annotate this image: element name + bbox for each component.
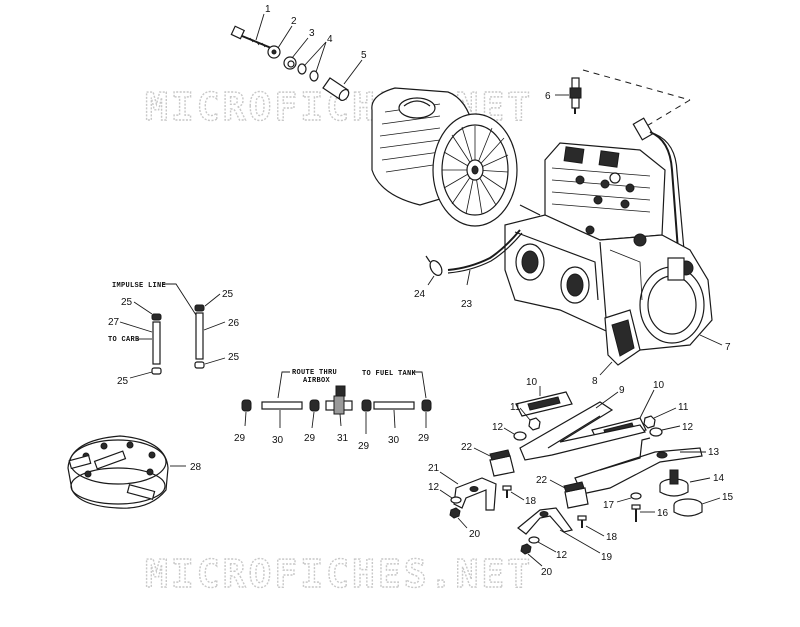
callout-29-c: 29	[358, 441, 370, 452]
callout-20-a: 20	[469, 529, 481, 540]
o-ring-a	[297, 63, 307, 75]
callout-5: 5	[361, 50, 367, 61]
hose-clamp	[425, 255, 443, 276]
callout-12-b: 12	[682, 422, 694, 433]
callout-11-b: 11	[678, 402, 689, 413]
link-plate-10-a	[515, 391, 573, 417]
clamp-25-b	[194, 304, 205, 312]
callout-17: 17	[603, 500, 615, 511]
callout-25-a: 25	[121, 297, 133, 308]
callout-25-b: 25	[222, 289, 234, 300]
callout-25-c: 25	[117, 376, 129, 387]
washer-12-b	[649, 427, 663, 437]
bolt-assembly	[230, 25, 350, 102]
callout-11-a: 11	[510, 402, 521, 413]
callout-26: 26	[228, 318, 240, 329]
fuel-line-30-b	[373, 401, 415, 410]
callout-7: 7	[725, 342, 731, 353]
nut-11-a	[528, 417, 541, 431]
clamp-29-b	[309, 399, 320, 412]
callout-1: 1	[265, 4, 271, 15]
callout-13: 13	[708, 447, 720, 458]
callout-16: 16	[657, 508, 669, 519]
rubber-bumper	[673, 498, 703, 517]
hose-26	[195, 312, 204, 360]
callout-21: 21	[428, 463, 440, 474]
callout-10-a: 10	[526, 377, 538, 388]
callout-31: 31	[337, 433, 349, 444]
engine-mount-plate	[604, 309, 641, 366]
clamp-29-c	[361, 399, 372, 412]
callout-20-b: 20	[541, 567, 553, 578]
clamp-25-a	[151, 313, 162, 321]
clamp-29-a	[241, 399, 252, 412]
rubber-mount	[659, 469, 689, 497]
support-bracket-19	[517, 507, 574, 535]
callout-9: 9	[619, 385, 625, 396]
spacer-tube	[322, 77, 350, 102]
callout-12-d: 12	[556, 550, 568, 561]
nut-20-a	[449, 507, 461, 519]
callout-10-b: 10	[653, 380, 665, 391]
callout-22-a: 22	[461, 442, 473, 453]
callout-6: 6	[545, 91, 551, 102]
support-bracket-21	[453, 477, 497, 511]
mount-bracket-9	[519, 401, 647, 461]
callout-8: 8	[592, 376, 598, 387]
fuel-line-30-a	[261, 401, 303, 410]
callout-29-d: 29	[418, 433, 430, 444]
mount-bracket-13	[574, 437, 703, 495]
callout-25-d: 25	[228, 352, 240, 363]
washer-12-c	[450, 496, 462, 504]
nut-11-b	[643, 415, 656, 429]
fuel-pump	[67, 435, 169, 509]
fuel-shutoff-valve	[325, 385, 353, 415]
note-to-fuel-tank: TO FUEL TANK	[362, 370, 417, 378]
callout-30-b: 30	[388, 435, 400, 446]
callout-18-b: 18	[606, 532, 618, 543]
callout-12-c: 12	[428, 482, 440, 493]
washer-12-a	[513, 431, 527, 441]
callout-4: 4	[327, 34, 333, 45]
angle-bracket-22-a	[489, 449, 515, 477]
callout-19: 19	[601, 552, 613, 563]
fuel-line	[447, 229, 521, 271]
callout-15: 15	[722, 492, 734, 503]
bolt-18-a	[502, 485, 512, 498]
callout-29-a: 29	[234, 433, 246, 444]
callout-14: 14	[713, 473, 725, 484]
washer-12-d	[528, 536, 540, 544]
bolt	[230, 25, 277, 51]
nut-20-b	[520, 543, 532, 555]
callout-3: 3	[309, 28, 315, 39]
callout-22-b: 22	[536, 475, 548, 486]
o-ring-b	[309, 70, 319, 82]
note-impulse-line: IMPULSE LINE	[112, 282, 166, 290]
hose-27	[152, 321, 161, 365]
watermark-bottom: MICROFICHES.NET	[145, 552, 533, 596]
bolt-18-b	[577, 515, 587, 528]
callout-28: 28	[190, 462, 202, 473]
ignition-wire	[632, 117, 685, 271]
callout-24: 24	[414, 289, 426, 300]
spark-plug	[569, 77, 582, 114]
callout-23: 23	[461, 299, 473, 310]
note-to-carb: TO CARB	[108, 336, 140, 344]
callout-12-a: 12	[492, 422, 504, 433]
bolt-16	[631, 504, 641, 522]
drive-clutch	[371, 87, 518, 227]
callout-18-a: 18	[525, 496, 537, 507]
engine	[504, 142, 713, 351]
washer-17	[630, 492, 642, 500]
callout-29-b: 29	[304, 433, 316, 444]
note-airbox: AIRBOX	[303, 377, 331, 385]
callout-30-a: 30	[272, 435, 284, 446]
clamp-29-d	[421, 399, 432, 412]
callout-2: 2	[291, 16, 297, 27]
callout-27: 27	[108, 317, 120, 328]
note-route-thru: ROUTE THRU	[292, 369, 337, 377]
